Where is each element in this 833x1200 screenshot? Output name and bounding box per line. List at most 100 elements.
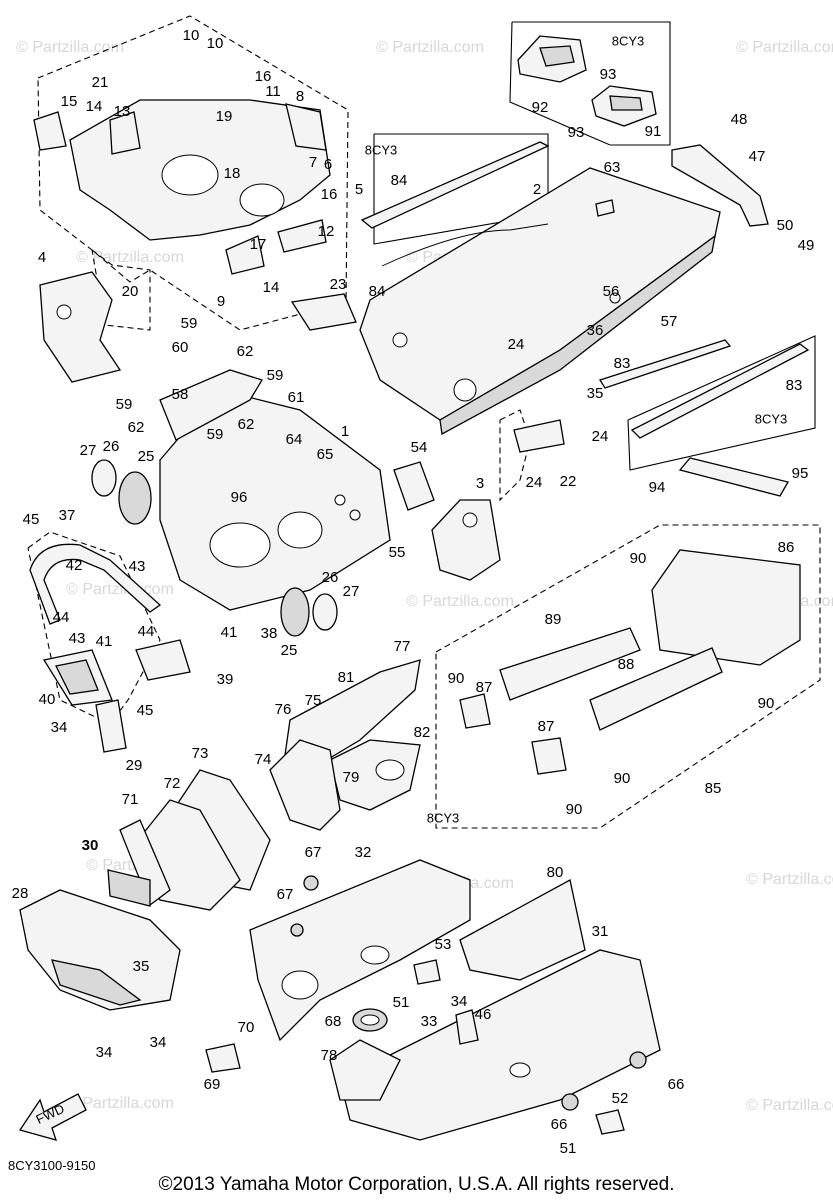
callout-c6: 6	[324, 156, 332, 173]
group-box-8cy3-underside	[435, 524, 821, 829]
part-plate-95	[678, 457, 789, 497]
watermark-text: © Partzilla.com	[16, 39, 124, 56]
part-plate-88	[589, 647, 723, 731]
part-plate-40	[42, 649, 113, 706]
callout-c20: 20	[122, 283, 139, 300]
callout-c16b: 16	[321, 186, 338, 203]
part-panel-80	[459, 879, 586, 981]
callout-c43b: 43	[69, 630, 86, 647]
callout-c91: 91	[645, 123, 662, 140]
part-bracket-47	[671, 144, 769, 227]
callout-c79: 79	[343, 769, 360, 786]
watermark-text: © Partzilla.com	[66, 1095, 174, 1112]
callout-c38: 38	[261, 625, 278, 642]
callout-c66b: 66	[551, 1116, 568, 1133]
callout-c27b: 27	[343, 583, 360, 600]
callout-c25b: 25	[281, 642, 298, 659]
callout-c62c: 62	[238, 416, 255, 433]
callout-c90a: 90	[630, 550, 647, 567]
callout-c26b: 26	[322, 569, 339, 586]
callout-c73: 73	[192, 745, 209, 762]
part-bracket-22	[513, 419, 565, 453]
callout-c87b: 87	[538, 718, 555, 735]
callout-c19: 19	[216, 108, 233, 125]
callout-c11: 11	[265, 83, 281, 100]
part-bracket-29	[95, 699, 127, 753]
callout-c95: 95	[792, 465, 809, 482]
callout-c90d: 90	[614, 770, 631, 787]
part-plate-39	[135, 639, 191, 681]
callout-c86: 86	[778, 539, 795, 556]
callout-c41b: 41	[221, 624, 238, 641]
callout-c68: 68	[325, 1013, 342, 1030]
part-bracket-23	[290, 293, 357, 331]
callout-c34c: 34	[150, 1034, 167, 1051]
part-bracket-69	[205, 1043, 241, 1073]
part-vent-30	[107, 869, 151, 907]
callout-c77: 77	[394, 638, 411, 655]
callout-c65: 65	[317, 446, 334, 463]
callout-c89: 89	[545, 611, 562, 628]
callout-c45a: 45	[23, 511, 40, 528]
callout-c80: 80	[547, 864, 564, 881]
callout-c76: 76	[275, 701, 292, 718]
callout-c83b: 83	[786, 377, 803, 394]
callout-c70: 70	[238, 1019, 255, 1036]
part-plug-66	[561, 1051, 647, 1111]
callout-c33: 33	[421, 1013, 438, 1030]
callout-c83a: 83	[614, 355, 631, 372]
callout-c93b: 93	[568, 124, 585, 141]
callout-c78: 78	[321, 1047, 338, 1064]
callout-c26a: 26	[103, 438, 120, 455]
callout-c59d: 59	[207, 426, 224, 443]
variant-label-v4: 8CY3	[427, 810, 460, 825]
callout-c93a: 93	[600, 66, 617, 83]
callout-c75: 75	[305, 692, 322, 709]
callout-c14b: 14	[263, 279, 280, 296]
part-plate-54	[393, 461, 435, 511]
part-footrest-92	[517, 35, 587, 83]
part-boot-25-right	[280, 587, 338, 637]
part-cover-79	[329, 739, 421, 811]
callout-c62a: 62	[237, 343, 254, 360]
callout-c61: 61	[288, 389, 305, 406]
part-cover-74	[269, 739, 341, 831]
callout-c42: 42	[66, 557, 83, 574]
callout-c90c: 90	[758, 695, 775, 712]
part-bracket-87b	[531, 737, 567, 775]
callout-c67b: 67	[277, 886, 294, 903]
part-boot-25-left	[91, 459, 152, 525]
callout-c25a: 25	[138, 448, 155, 465]
callout-c67a: 67	[305, 844, 322, 861]
callout-c31: 31	[592, 923, 609, 940]
variant-label-v1: 8CY3	[612, 33, 645, 48]
part-cover-31	[339, 949, 661, 1141]
callout-c58: 58	[172, 386, 189, 403]
callout-c34a: 34	[51, 719, 68, 736]
watermark-text: © Partzilla.com	[406, 593, 514, 610]
callout-c13: 13	[114, 103, 131, 120]
callout-c59b: 59	[267, 367, 284, 384]
callout-c17: 17	[250, 236, 267, 253]
callout-c24a: 24	[508, 336, 525, 353]
callout-c5: 5	[355, 181, 363, 198]
watermark-text: © Partzilla.com	[746, 1097, 833, 1114]
callout-c74: 74	[255, 751, 272, 768]
callout-c87a: 87	[476, 679, 493, 696]
callout-c34d: 34	[451, 993, 468, 1010]
callout-c69: 69	[204, 1076, 221, 1093]
callout-c66a: 66	[668, 1076, 685, 1093]
variant-box-footrest	[509, 21, 671, 146]
part-plug-67	[290, 875, 319, 937]
part-cover-78	[329, 1039, 401, 1101]
part-belly-pan-32	[249, 859, 471, 1042]
callout-c88: 88	[618, 656, 635, 673]
variant-box-83	[627, 335, 816, 471]
callout-c53: 53	[435, 936, 452, 953]
callout-c12: 12	[318, 223, 335, 240]
callout-c56: 56	[603, 283, 620, 300]
callout-c40: 40	[39, 691, 56, 708]
callout-c51b: 51	[560, 1140, 577, 1157]
